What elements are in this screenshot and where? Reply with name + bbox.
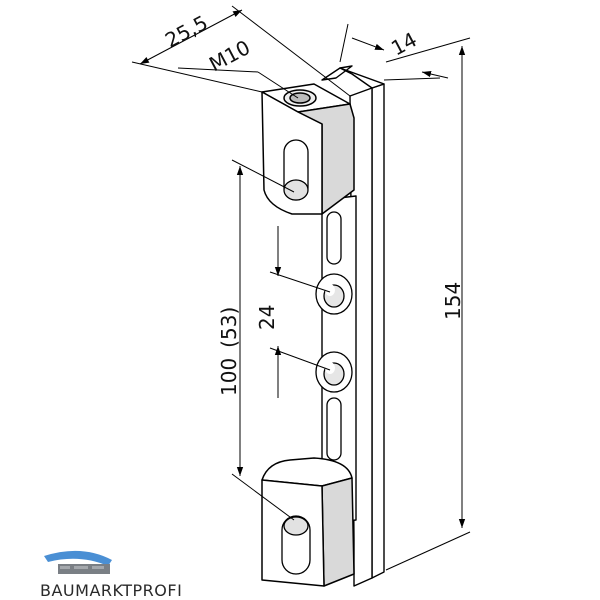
spacing-alt-value: (53) <box>217 307 241 348</box>
dimension-height <box>385 37 471 571</box>
dimension-width <box>131 5 351 97</box>
dimension-height-label: 154 <box>441 282 465 320</box>
baumarktprofi-logo: BAUMARKTPROFI <box>40 550 182 600</box>
logo-roof <box>44 550 112 566</box>
upper-block-slot <box>283 139 309 201</box>
dimension-depth <box>339 23 449 81</box>
countersunk-hole <box>315 273 353 315</box>
mounting-slot <box>326 211 342 461</box>
dimension-spacing <box>231 159 295 521</box>
dimension-hole-spacing-label: 24 <box>255 305 279 330</box>
spacing-main-value: 100 <box>217 358 241 396</box>
dimension-hole-spacing <box>269 226 331 398</box>
dimension-spacing-label: 100 (53) <box>217 307 241 396</box>
countersunk-hole <box>315 351 353 393</box>
lower-block-slot <box>281 515 311 575</box>
dimension-depth-label: 14 <box>387 27 421 60</box>
logo-text: BAUMARKTPROFI <box>40 581 182 600</box>
thread-leader <box>177 67 299 99</box>
dimension-width-label: 25,5 <box>161 10 212 52</box>
